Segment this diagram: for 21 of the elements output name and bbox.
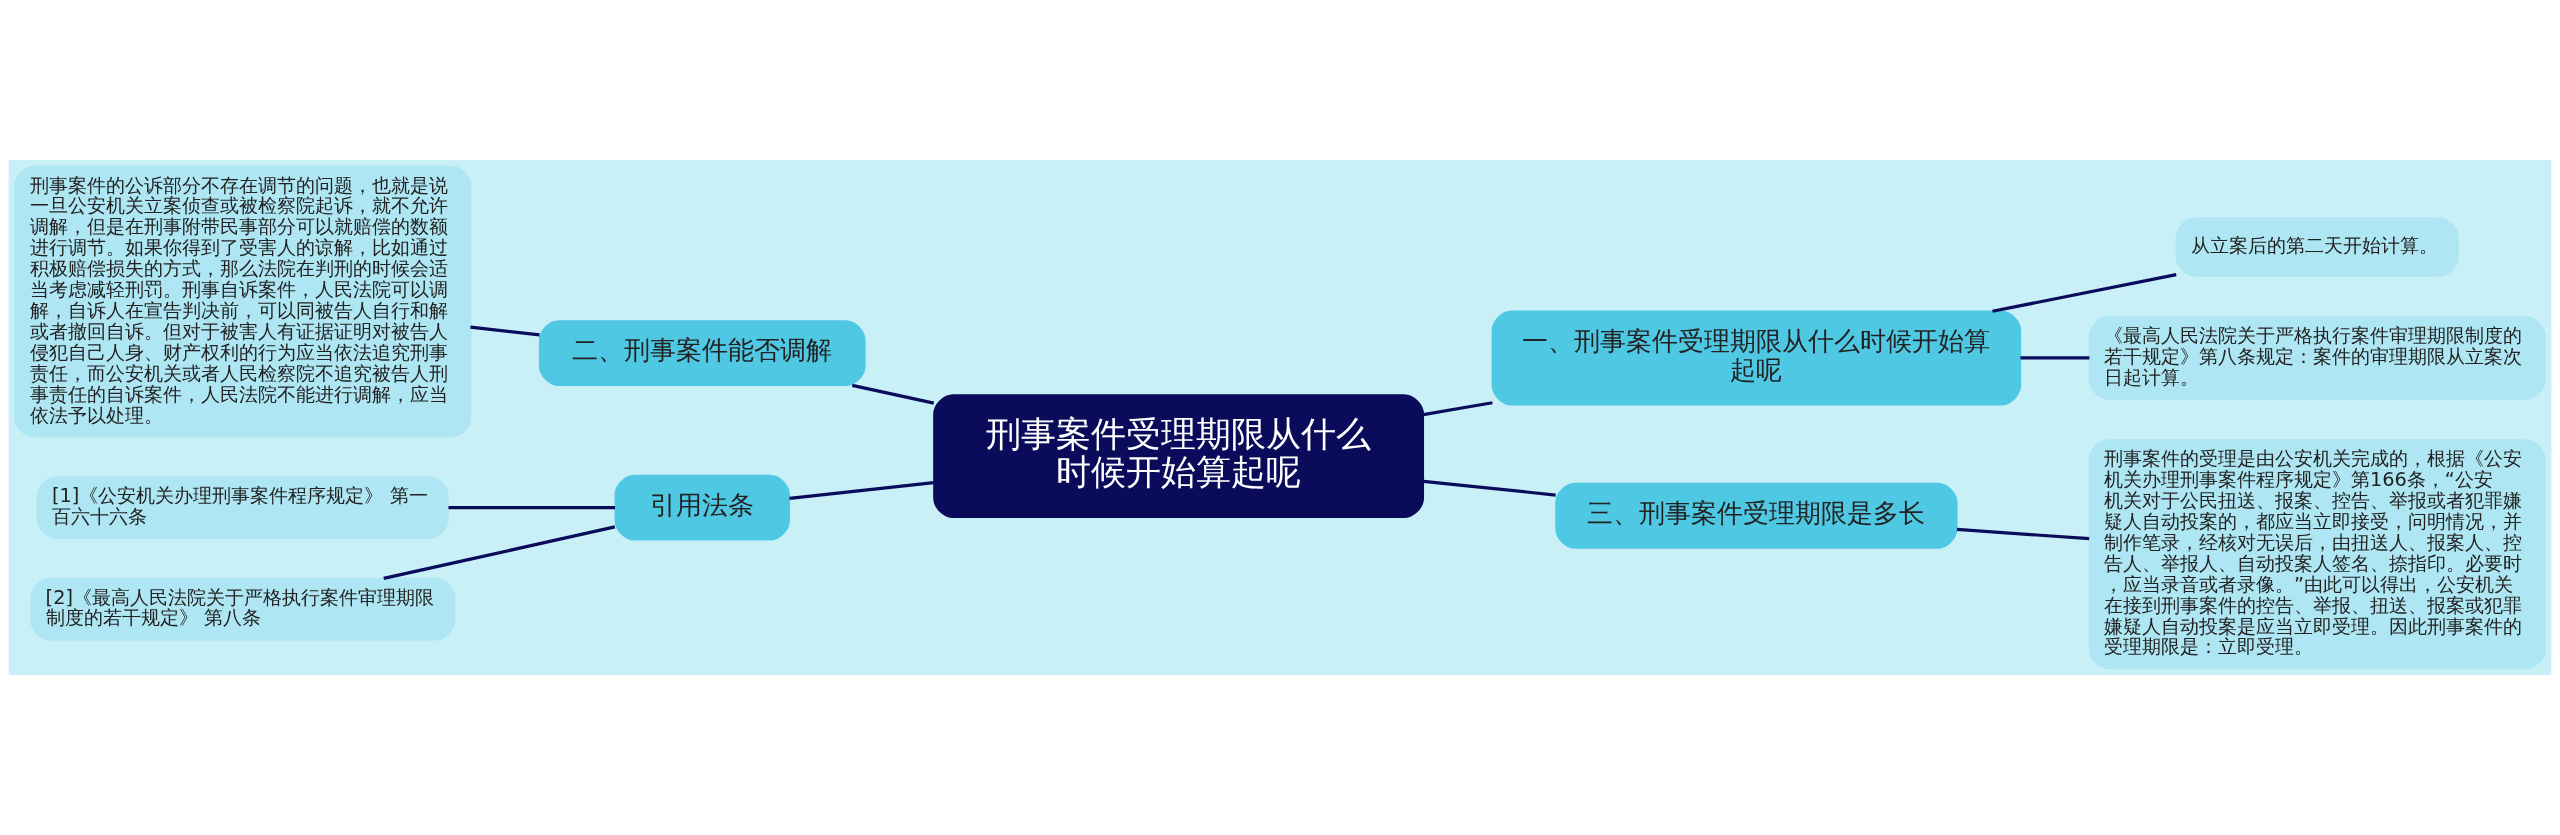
connector [1992, 273, 2177, 313]
connector [851, 383, 935, 405]
node-box: 从立案后的第二天开始计算。 [2175, 217, 2459, 277]
node-box: 二、刑事案件能否调解 [538, 320, 866, 387]
node-box: 一、刑事案件受理期限从什么时候开始算起呢 [1491, 310, 2022, 406]
connector [789, 481, 934, 500]
connector [1423, 401, 1493, 417]
node-box: 刑事案件受理期限从什么时候开始算起呢 [933, 394, 1425, 519]
connector [470, 325, 540, 337]
connector [2020, 356, 2090, 360]
node-box: 三、刑事案件受理期限是多长 [1555, 482, 1958, 549]
connector [383, 525, 616, 580]
connector [1956, 527, 2090, 541]
node-box: [1]《公安机关办理刑事案件程序规定》 第一百六十六条 [36, 476, 449, 539]
node-box: [2]《最高人民法院关于严格执行案件审理期限制度的若干规定》 第八条 [30, 577, 456, 641]
connector [448, 506, 615, 510]
node-box: 引用法条 [614, 474, 790, 541]
node-box: 刑事案件的受理是由公安机关完成的，根据《公安机关办理刑事案件程序规定》第166条，“公安机关对于公民扭送、报案、控告、举报或者犯罪嫌疑人自动投案的，都应当立即接受，问明情况，并制作笔录，经核对无误后，由扭送人、报案人、控告人、举报人、自动投案人签名、捺指印。必要时，应当录音或者录像。”由此可以得出，公安机关在接到刑事案件的控告、举报、扭送、报案或犯罪嫌疑人自动投案是应当立即受理。因此刑事案件的受理期限是：立即受理。 [2088, 439, 2546, 670]
node-box: 刑事案件的公诉部分不存在调节的问题，也就是说一旦公安机关立案侦查或被检察院起诉，就不允许调解，但是在刑事附带民事部分可以就赔偿的数额进行调节。如果你得到了受害人的谅解，比如通过积极赔偿损失的方式，那么法院在判刑的时候会适当考虑减轻刑罚。刑事自诉案件，人民法院可以调解，自诉人在宣告判决前，可以同被告人自行和解或者撤回自诉。但对于被害人有证据证明对被告人侵犯自己人身、财产权利的行为应当依法追究刑事责任，而公安机关或者人民检察院不追究被告人刑事责任的自诉案件，人民法院不能进行调解，应当依法予以处理。 [14, 165, 472, 438]
node-box: 《最高人民法院关于严格执行案件审理期限制度的若干规定》第八条规定：案件的审理期限从立案次日起计算。 [2088, 316, 2546, 400]
connector [1423, 479, 1556, 497]
